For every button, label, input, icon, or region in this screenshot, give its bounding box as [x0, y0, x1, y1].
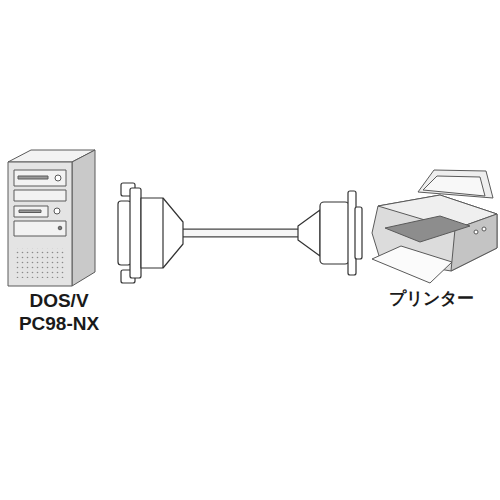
- centronics-plug: [298, 191, 362, 275]
- pc-tower: [8, 150, 95, 286]
- device-label: プリンター: [362, 289, 500, 309]
- device-label: DOS/V PC98-NX: [0, 290, 118, 336]
- printer-node: プリンター: [362, 150, 500, 313]
- printer: [372, 170, 497, 283]
- db25-plug: [118, 183, 183, 283]
- computer-node: DOS/V PC98-NX: [0, 140, 118, 340]
